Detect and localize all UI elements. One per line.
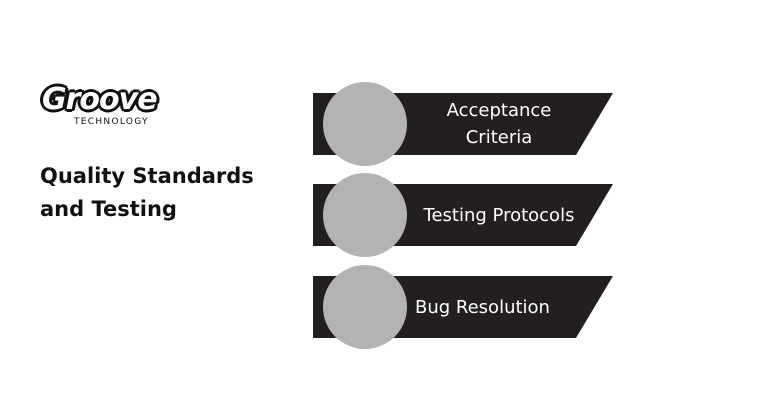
item-acceptance-criteria: Acceptance Criteria (313, 82, 613, 166)
groove-technology-logo: Groove TECHNOLOGY (42, 82, 164, 130)
circle-icon (323, 173, 407, 257)
item-label: Acceptance Criteria (446, 100, 552, 148)
slide-title: Quality Standards and Testing (40, 164, 254, 221)
item-bug-resolution: Bug Resolution (313, 265, 613, 349)
circle-icon (323, 82, 407, 166)
logo-wordmark: Groove (42, 82, 158, 117)
item-testing-protocols: Testing Protocols (313, 173, 613, 257)
logo-subtitle: TECHNOLOGY (74, 117, 149, 127)
item-label: Testing Protocols (423, 204, 575, 226)
circle-icon (323, 265, 407, 349)
item-label: Bug Resolution (415, 296, 550, 318)
